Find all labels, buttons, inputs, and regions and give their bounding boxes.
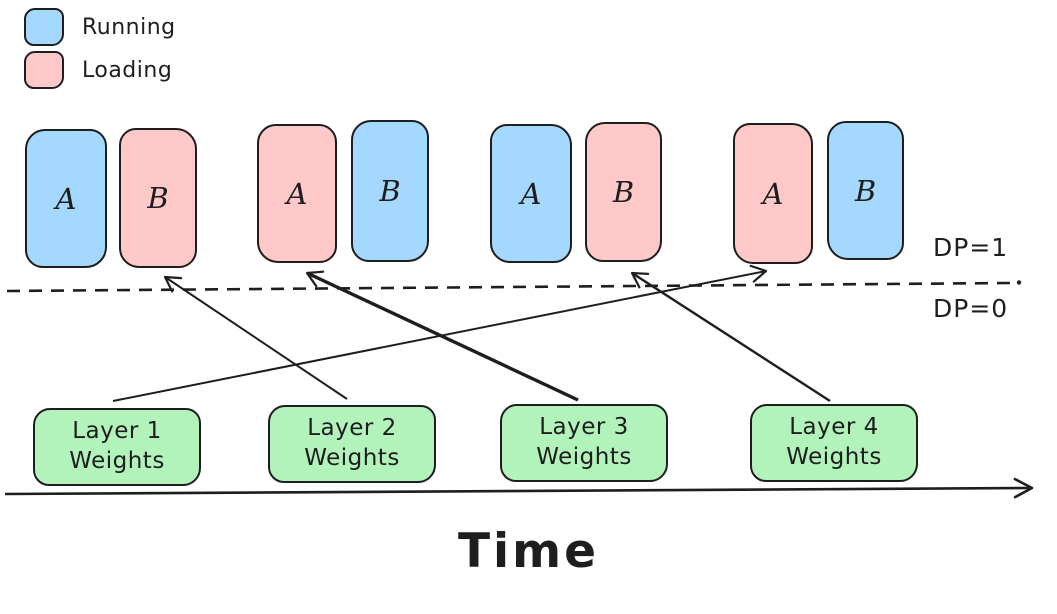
layer-2-weights-box: Layer 2 Weights [268,405,436,483]
arrow-layer4-to-group3-B [630,271,831,403]
legend-label-loading: Loading [82,57,173,83]
weights-line1: Layer 2 [307,415,397,442]
weights-line1: Layer 4 [789,414,879,441]
legend: Running Loading [24,8,176,94]
weights-line2: Weights [786,444,882,470]
group-1-box-B: B [119,128,197,268]
layer-4-weights-box: Layer 4 Weights [750,404,918,482]
legend-item-loading: Loading [24,51,176,89]
group-2-box-B: B [351,120,429,262]
box-label: B [612,175,635,209]
group-4-box-B: B [827,121,904,260]
group-4-box-A: A [733,123,813,264]
group-3-box-B: B [585,122,662,262]
box-label: A [520,176,542,211]
weights-line2: Weights [304,445,400,471]
layer-1-weights-box: Layer 1 Weights [33,408,201,486]
arrow-layer2-to-group1-B [163,275,348,400]
running-swatch-icon [24,8,64,46]
box-label: A [55,181,77,216]
legend-item-running: Running [24,8,176,46]
arrow-layer3-to-group2-A [305,270,579,402]
group-1-box-A: A [25,129,107,268]
box-label: B [854,173,877,208]
loading-swatch-icon [24,51,64,89]
dp-1-label: DP=1 [933,233,1009,262]
time-axis-label: Time [457,524,600,579]
weights-line2: Weights [69,448,165,474]
group-3-box-A: A [490,124,572,263]
dp-0-label: DP=0 [933,294,1009,323]
weights-line1: Layer 1 [72,418,162,445]
dp-boundary-end-dot [1016,280,1022,285]
box-label: A [762,176,784,211]
box-label: B [147,181,169,215]
box-label: A [286,176,308,211]
dp-boundary-dashed-line [6,281,1012,293]
arrow-layer1-to-group4-A [112,264,768,402]
weights-line2: Weights [536,444,632,470]
box-label: B [379,174,401,208]
legend-label-running: Running [82,14,176,40]
weights-line1: Layer 3 [539,414,629,441]
group-2-box-A: A [257,124,337,263]
layer-3-weights-box: Layer 3 Weights [500,404,668,482]
time-axis-line [4,477,1034,499]
